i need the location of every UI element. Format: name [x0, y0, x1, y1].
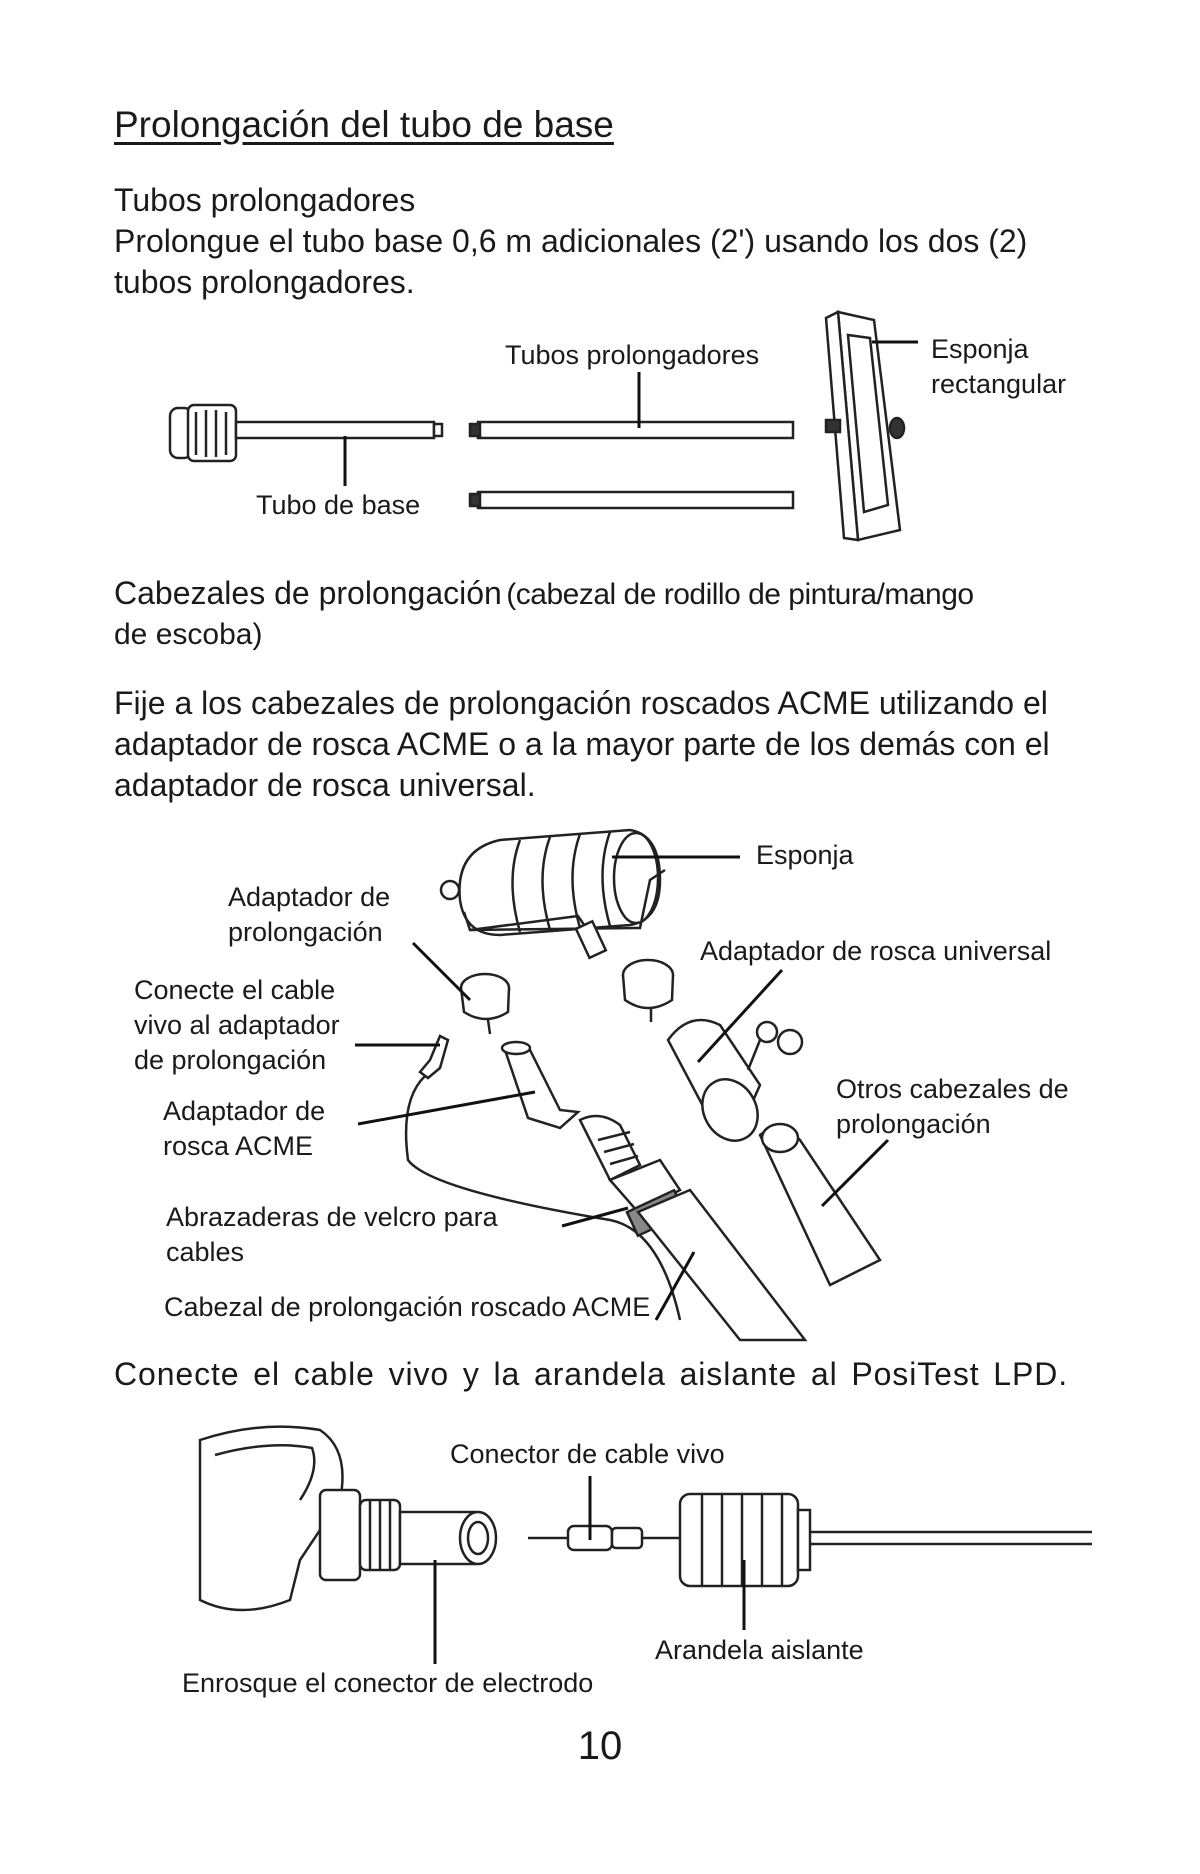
label-adapter-prol-1: Adaptador de	[228, 880, 390, 915]
label-universal-adapter: Adaptador de rosca universal	[700, 934, 1051, 969]
label-rect-sponge-1: Esponja	[931, 332, 1029, 367]
label-acme-head: Cabezal de prolongación roscado ACME	[164, 1290, 650, 1325]
heads-text-line3: adaptador de rosca universal.	[114, 765, 536, 806]
label-connect-3: de prolongación	[134, 1043, 326, 1078]
heads-heading-large: Cabezales de prolongación	[114, 575, 502, 611]
tubes-text-line2: tubos prolongadores.	[114, 262, 415, 303]
label-other-heads-2: prolongación	[836, 1107, 991, 1142]
label-acme-adapter-2: rosca ACME	[163, 1129, 313, 1164]
label-sponge: Esponja	[756, 838, 854, 873]
label-velcro-2: cables	[166, 1235, 244, 1270]
heads-heading-line2: de escoba)	[114, 614, 262, 655]
heads-heading: Cabezales de prolongación (cabezal de ro…	[114, 573, 974, 620]
tubes-heading: Tubos prolongadores	[114, 180, 415, 221]
section-title: Prolongación del tubo de base	[114, 104, 614, 146]
label-connect-2: vivo al adaptador	[134, 1008, 340, 1043]
label-acme-adapter-1: Adaptador de	[163, 1094, 325, 1129]
label-adapter-prol-2: prolongación	[228, 915, 383, 950]
label-connect-1: Conecte el cable	[134, 973, 335, 1008]
label-live-cable-connector: Conector de cable vivo	[450, 1437, 725, 1472]
label-base-tube: Tubo de base	[256, 488, 420, 523]
tubes-text-line1: Prolongue el tubo base 0,6 m adicionales…	[114, 221, 1027, 262]
label-other-heads-1: Otros cabezales de	[836, 1072, 1069, 1107]
label-rect-sponge-2: rectangular	[931, 367, 1066, 402]
heads-heading-small: (cabezal de rodillo de pintura/mango	[506, 578, 973, 611]
heads-text-line1: Fije a los cabezales de prolongación ros…	[114, 683, 1048, 724]
label-insulating-washer: Arandela aislante	[655, 1633, 864, 1668]
connect-text: Conecte el cable vivo y la arandela aisl…	[114, 1354, 1068, 1395]
label-screw-electrode-connector: Enrosque el conector de electrodo	[182, 1666, 593, 1701]
label-velcro-1: Abrazaderas de velcro para	[166, 1200, 498, 1235]
label-extension-tubes: Tubos prolongadores	[505, 338, 759, 373]
page-number: 10	[0, 1724, 1200, 1769]
heads-text-line2: adaptador de rosca ACME o a la mayor par…	[114, 724, 1050, 765]
